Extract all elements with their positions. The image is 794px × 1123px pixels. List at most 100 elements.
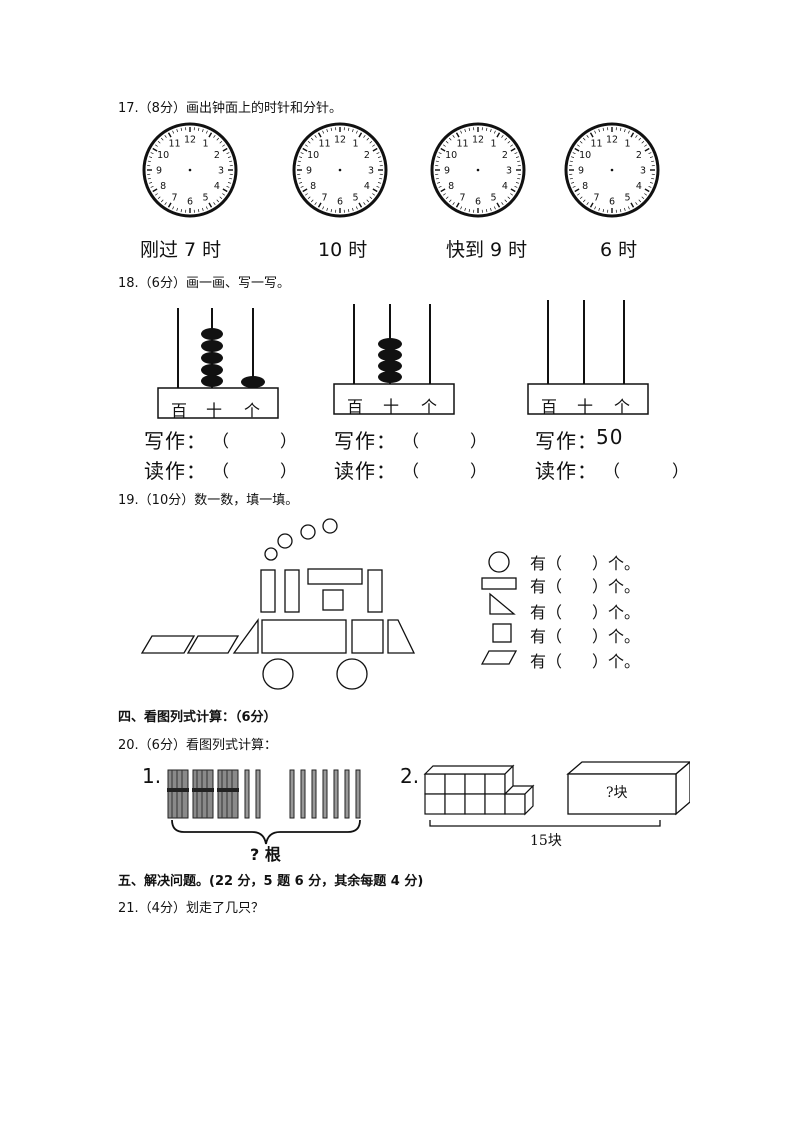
clock-number: 2: [364, 150, 370, 161]
section-5-heading: 五、解决问题。(22 分，5 题 6 分，其余每题 4 分): [118, 874, 424, 889]
read-open-paren-2: （: [402, 462, 419, 482]
abacus-bead: [201, 328, 223, 340]
clock-number: 8: [582, 181, 588, 192]
abacus-base: [333, 383, 455, 415]
clock-number: 1: [202, 139, 208, 150]
blocks-figure: [423, 761, 690, 827]
section-4-heading: 四、看图列式计算：（6分）: [118, 710, 277, 725]
q21-title: 21.（4分）划走了几只？: [118, 901, 264, 916]
shape-legend: [480, 551, 518, 665]
q19-title: 19.（10分）数一数，填一填。: [118, 493, 299, 508]
write-open-paren-2: （: [402, 432, 419, 452]
q17-title: 17.（8分）画出钟面上的时针和分针。: [118, 101, 342, 116]
q20-part1-label: 1.: [142, 764, 162, 788]
clock-caption-3: 快到 9 时: [446, 239, 528, 261]
rectangle-icon: [481, 577, 517, 590]
count-row-parallelogram: 有（）个。: [530, 652, 641, 671]
train-wheel: [262, 658, 294, 690]
clock-number: 6: [475, 197, 481, 208]
clock-caption-2: 10 时: [318, 239, 368, 261]
clock-number: 4: [364, 181, 370, 192]
clock-number: 12: [184, 135, 196, 146]
abacus-bead: [201, 375, 223, 387]
clock-number: 6: [609, 197, 615, 208]
circle-icon: [488, 551, 510, 573]
count-row-rectangle: 有（）个。: [530, 577, 641, 596]
train-wheel: [336, 658, 368, 690]
stick-bundle-2: [192, 769, 214, 819]
clock-number: 10: [445, 150, 457, 161]
clock-number: 9: [156, 166, 162, 177]
read-label-3: 读作：: [535, 459, 598, 483]
q20-title: 20.（6分）看图列式计算：: [118, 738, 277, 753]
abacus-1-label-tens: 十: [206, 401, 223, 420]
clock-number: 11: [590, 139, 602, 150]
train-triangle: [232, 618, 259, 654]
count-row-square: 有（）个。: [530, 627, 641, 646]
clock-number: 12: [334, 135, 346, 146]
clock-number: 5: [202, 192, 208, 203]
clock-number: 4: [502, 181, 508, 192]
unknown-block: [566, 761, 690, 816]
train-trapezoid: [387, 619, 416, 654]
clock-number: 5: [490, 192, 496, 203]
shape-train-figure: [140, 518, 416, 690]
read-close-paren-1: ）: [280, 462, 297, 482]
train-square: [322, 589, 344, 611]
clock-number: 7: [593, 192, 599, 203]
train-rectangle: [260, 569, 276, 613]
clock-number: 10: [307, 150, 319, 161]
stick-bundle-3: [217, 769, 239, 819]
q20-part2-label: 2.: [400, 764, 420, 788]
clock-number: 3: [218, 166, 224, 177]
clock-number: 6: [187, 197, 193, 208]
parallelogram-icon: [480, 650, 518, 665]
abacus-1-label-hundreds: 百: [171, 401, 188, 420]
clock-number: 9: [578, 166, 584, 177]
clock-number: 8: [310, 181, 316, 192]
clock-number: 10: [157, 150, 169, 161]
abacus-bead: [378, 338, 402, 350]
clock-number: 11: [456, 139, 468, 150]
loose-sticks: [244, 769, 361, 819]
abacus-bead: [201, 352, 223, 364]
count-row-circle: 有（）个。: [530, 554, 641, 573]
read-open-paren-3: （: [603, 462, 620, 482]
write-label-3: 写作：: [535, 429, 598, 453]
abacus-2-label-ones: 个: [421, 397, 438, 416]
clock-number: 1: [624, 139, 630, 150]
abacus-base: [527, 383, 649, 415]
abacus-3: [527, 300, 649, 415]
clock-number: 3: [640, 166, 646, 177]
train-parallelogram: [186, 635, 240, 654]
clock-number: 7: [459, 192, 465, 203]
clock-number: 3: [368, 166, 374, 177]
abacus-base: [157, 387, 279, 419]
write-label-1: 写作：: [144, 429, 207, 453]
clock-number: 5: [624, 192, 630, 203]
abacus-bead: [201, 364, 223, 376]
clock-number: 12: [606, 135, 618, 146]
abacus-bead: [378, 360, 402, 372]
clock-number: 4: [636, 181, 642, 192]
clock-number: 12: [472, 135, 484, 146]
stick-bundle-1: [167, 769, 189, 819]
read-close-paren-3: ）: [672, 462, 689, 482]
abacus-2-label-tens: 十: [383, 397, 400, 416]
abacus-bead: [241, 376, 265, 388]
brace: [171, 819, 361, 845]
train-square: [351, 619, 384, 654]
abacus-bead: [378, 371, 402, 383]
clock-number: 8: [160, 181, 166, 192]
clock-number: 1: [352, 139, 358, 150]
count-row-triangle: 有（）个。: [530, 603, 641, 622]
smoke-circle: [264, 547, 278, 561]
abacus-bead: [201, 340, 223, 352]
train-rectangle: [307, 568, 363, 585]
abacus-3-label-hundreds: 百: [541, 397, 558, 416]
clock-number: 7: [171, 192, 177, 203]
clock-caption-1: 刚过 7 时: [140, 239, 222, 261]
